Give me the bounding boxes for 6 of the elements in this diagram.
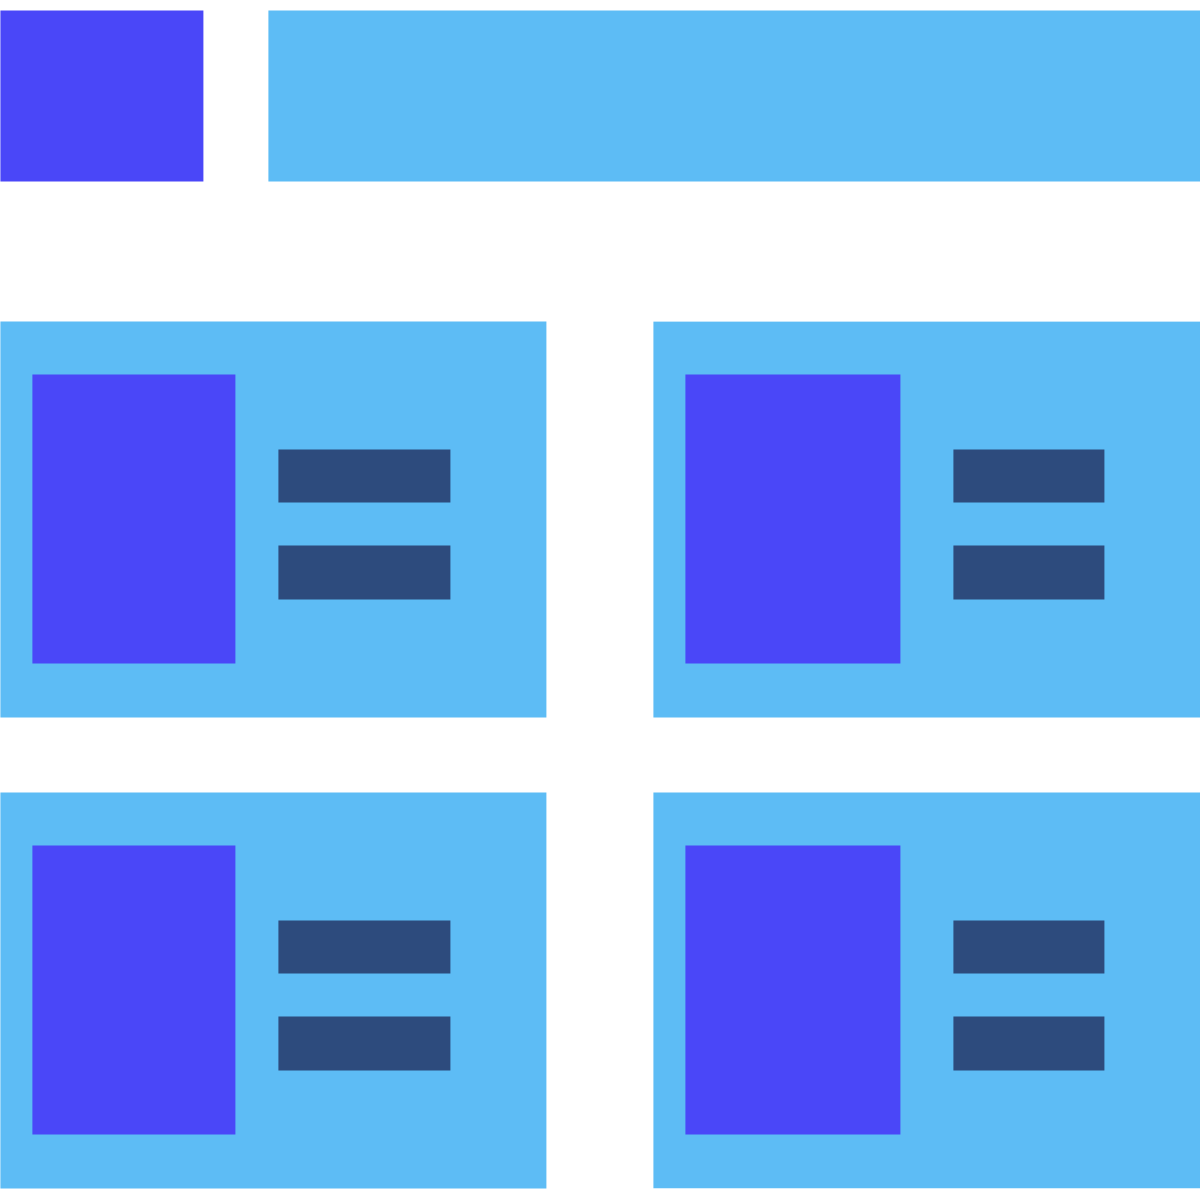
image-placeholder xyxy=(32,845,236,1135)
square-block xyxy=(0,10,204,182)
header-bar xyxy=(268,10,1200,182)
image-placeholder xyxy=(685,374,901,664)
image-placeholder xyxy=(32,374,236,664)
image-placeholder xyxy=(685,845,901,1135)
